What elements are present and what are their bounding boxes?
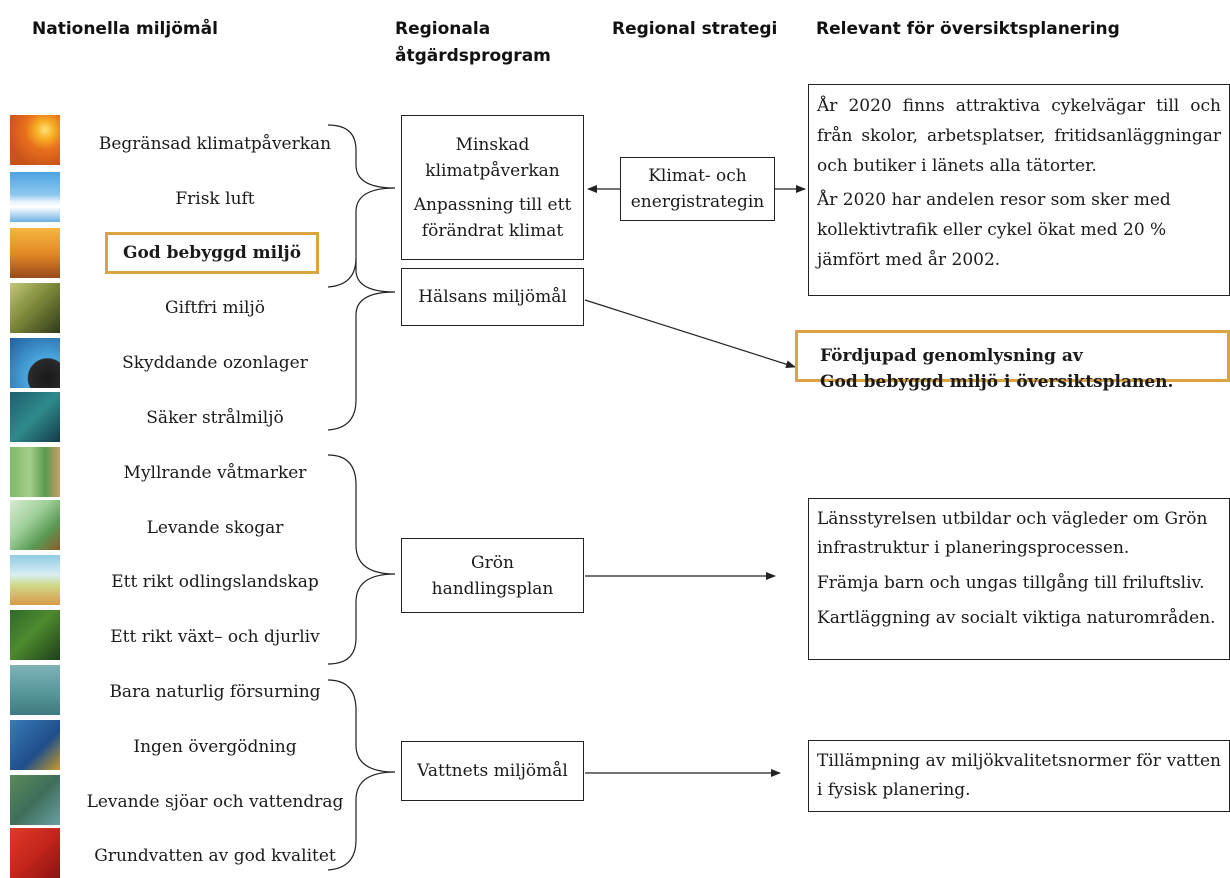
relevant-green-text: Kartläggning av socialt viktiga naturomr…: [817, 608, 1216, 628]
goal-label: Bara naturlig försurning: [109, 682, 321, 702]
brace-climate: [327, 124, 396, 288]
stream-icon: [10, 775, 60, 825]
relevant-box-green: Länsstyrelsen utbildar och vägleder om G…: [808, 498, 1230, 660]
relevant-water-text: Tillämpning av miljökvalitetsnormer för …: [817, 751, 1221, 800]
relevant-green-text: Främja barn och ungas tillgång till fril…: [817, 573, 1205, 593]
header-relevant-planning: Relevant för översiktsplanering: [816, 19, 1120, 39]
goal-label: Giftfri miljö: [165, 298, 265, 318]
groundwater-icon: [10, 828, 60, 878]
goal-label: Ett rikt odlingslandskap: [111, 572, 319, 592]
program-box-green: Grön handlingsplan: [401, 538, 584, 613]
brace-green: [327, 454, 396, 665]
program-box-climate: Minskad klimatpåverkan Anpassning till e…: [401, 115, 584, 260]
sun-icon: [10, 115, 60, 165]
program-water-label: Vattnets miljömål: [417, 761, 568, 781]
header-regional-programs: Regionala åtgärdsprogram: [395, 19, 551, 66]
earth-ozone-icon: [10, 338, 60, 388]
relevant-box-climate: År 2020 finns attraktiva cykelvägar till…: [808, 84, 1230, 296]
relevant-green-text: Länsstyrelsen utbildar och vägleder om G…: [817, 509, 1208, 558]
goal-label: Begränsad klimatpåverkan: [98, 134, 332, 154]
fish-icon: [10, 720, 60, 770]
clouds-icon: [10, 172, 60, 222]
person-toxic-icon: [10, 283, 60, 333]
goal-label: Frisk luft: [175, 189, 255, 209]
goal-label: Myllrande våtmarker: [123, 463, 307, 483]
program-health-label: Hälsans miljömål: [418, 287, 567, 307]
city-icon: [10, 228, 60, 278]
deepened-line1: Fördjupad genomlysning av: [820, 346, 1083, 366]
relevant-climate-text: År 2020 har andelen resor som sker med k…: [817, 190, 1171, 270]
strategy-box: Klimat- och energistrategin: [620, 157, 775, 221]
strategy-line1: Klimat- och: [648, 166, 747, 186]
farmland-icon: [10, 555, 60, 605]
goal-label: Ett rikt växt– och djurliv: [110, 627, 320, 647]
goal-label: Skyddande ozonlager: [122, 353, 308, 373]
brace-health: [327, 258, 396, 431]
program-climate-line3: Anpassning till ett: [413, 194, 572, 215]
program-green-line1: Grön: [471, 552, 514, 573]
program-green-line2: handlingsplan: [431, 578, 554, 599]
wetland-icon: [10, 447, 60, 497]
program-box-health: Hälsans miljömål: [401, 268, 584, 326]
program-climate-line1: Minskad: [455, 134, 530, 155]
program-climate-line4: förändrat klimat: [421, 220, 564, 241]
relevant-box-deepened: Fördjupad genomlysning av God bebyggd mi…: [795, 330, 1230, 392]
brace-water: [327, 679, 396, 871]
rain-drops-icon: [10, 665, 60, 715]
arrow-health-to-deepened: [584, 299, 796, 369]
goal-label: Grundvatten av god kvalitet: [94, 846, 336, 866]
deepened-line2: God bebyggd miljö i översiktsplanen.: [820, 372, 1174, 392]
goal-label: Levande skogar: [146, 518, 284, 538]
goal-label: Levande sjöar och vattendrag: [86, 792, 344, 812]
goal-label: Säker strålmiljö: [146, 408, 284, 428]
goal-label: Ingen övergödning: [133, 737, 297, 757]
program-climate-line2: klimatpåverkan: [425, 160, 560, 181]
relevant-box-water: Tillämpning av miljökvalitetsnormer för …: [808, 740, 1230, 812]
goal-label-highlighted: God bebyggd miljö: [105, 232, 319, 274]
program-box-water: Vattnets miljömål: [401, 741, 584, 801]
radiation-wave-icon: [10, 392, 60, 442]
wildlife-icon: [10, 610, 60, 660]
forest-icon: [10, 500, 60, 550]
header-regional-strategy: Regional strategi: [612, 19, 778, 39]
strategy-line2: energistrategin: [630, 192, 765, 212]
relevant-climate-text: År 2020 finns attraktiva cykelvägar till…: [817, 96, 1221, 176]
header-national-goals: Nationella miljömål: [32, 19, 218, 39]
